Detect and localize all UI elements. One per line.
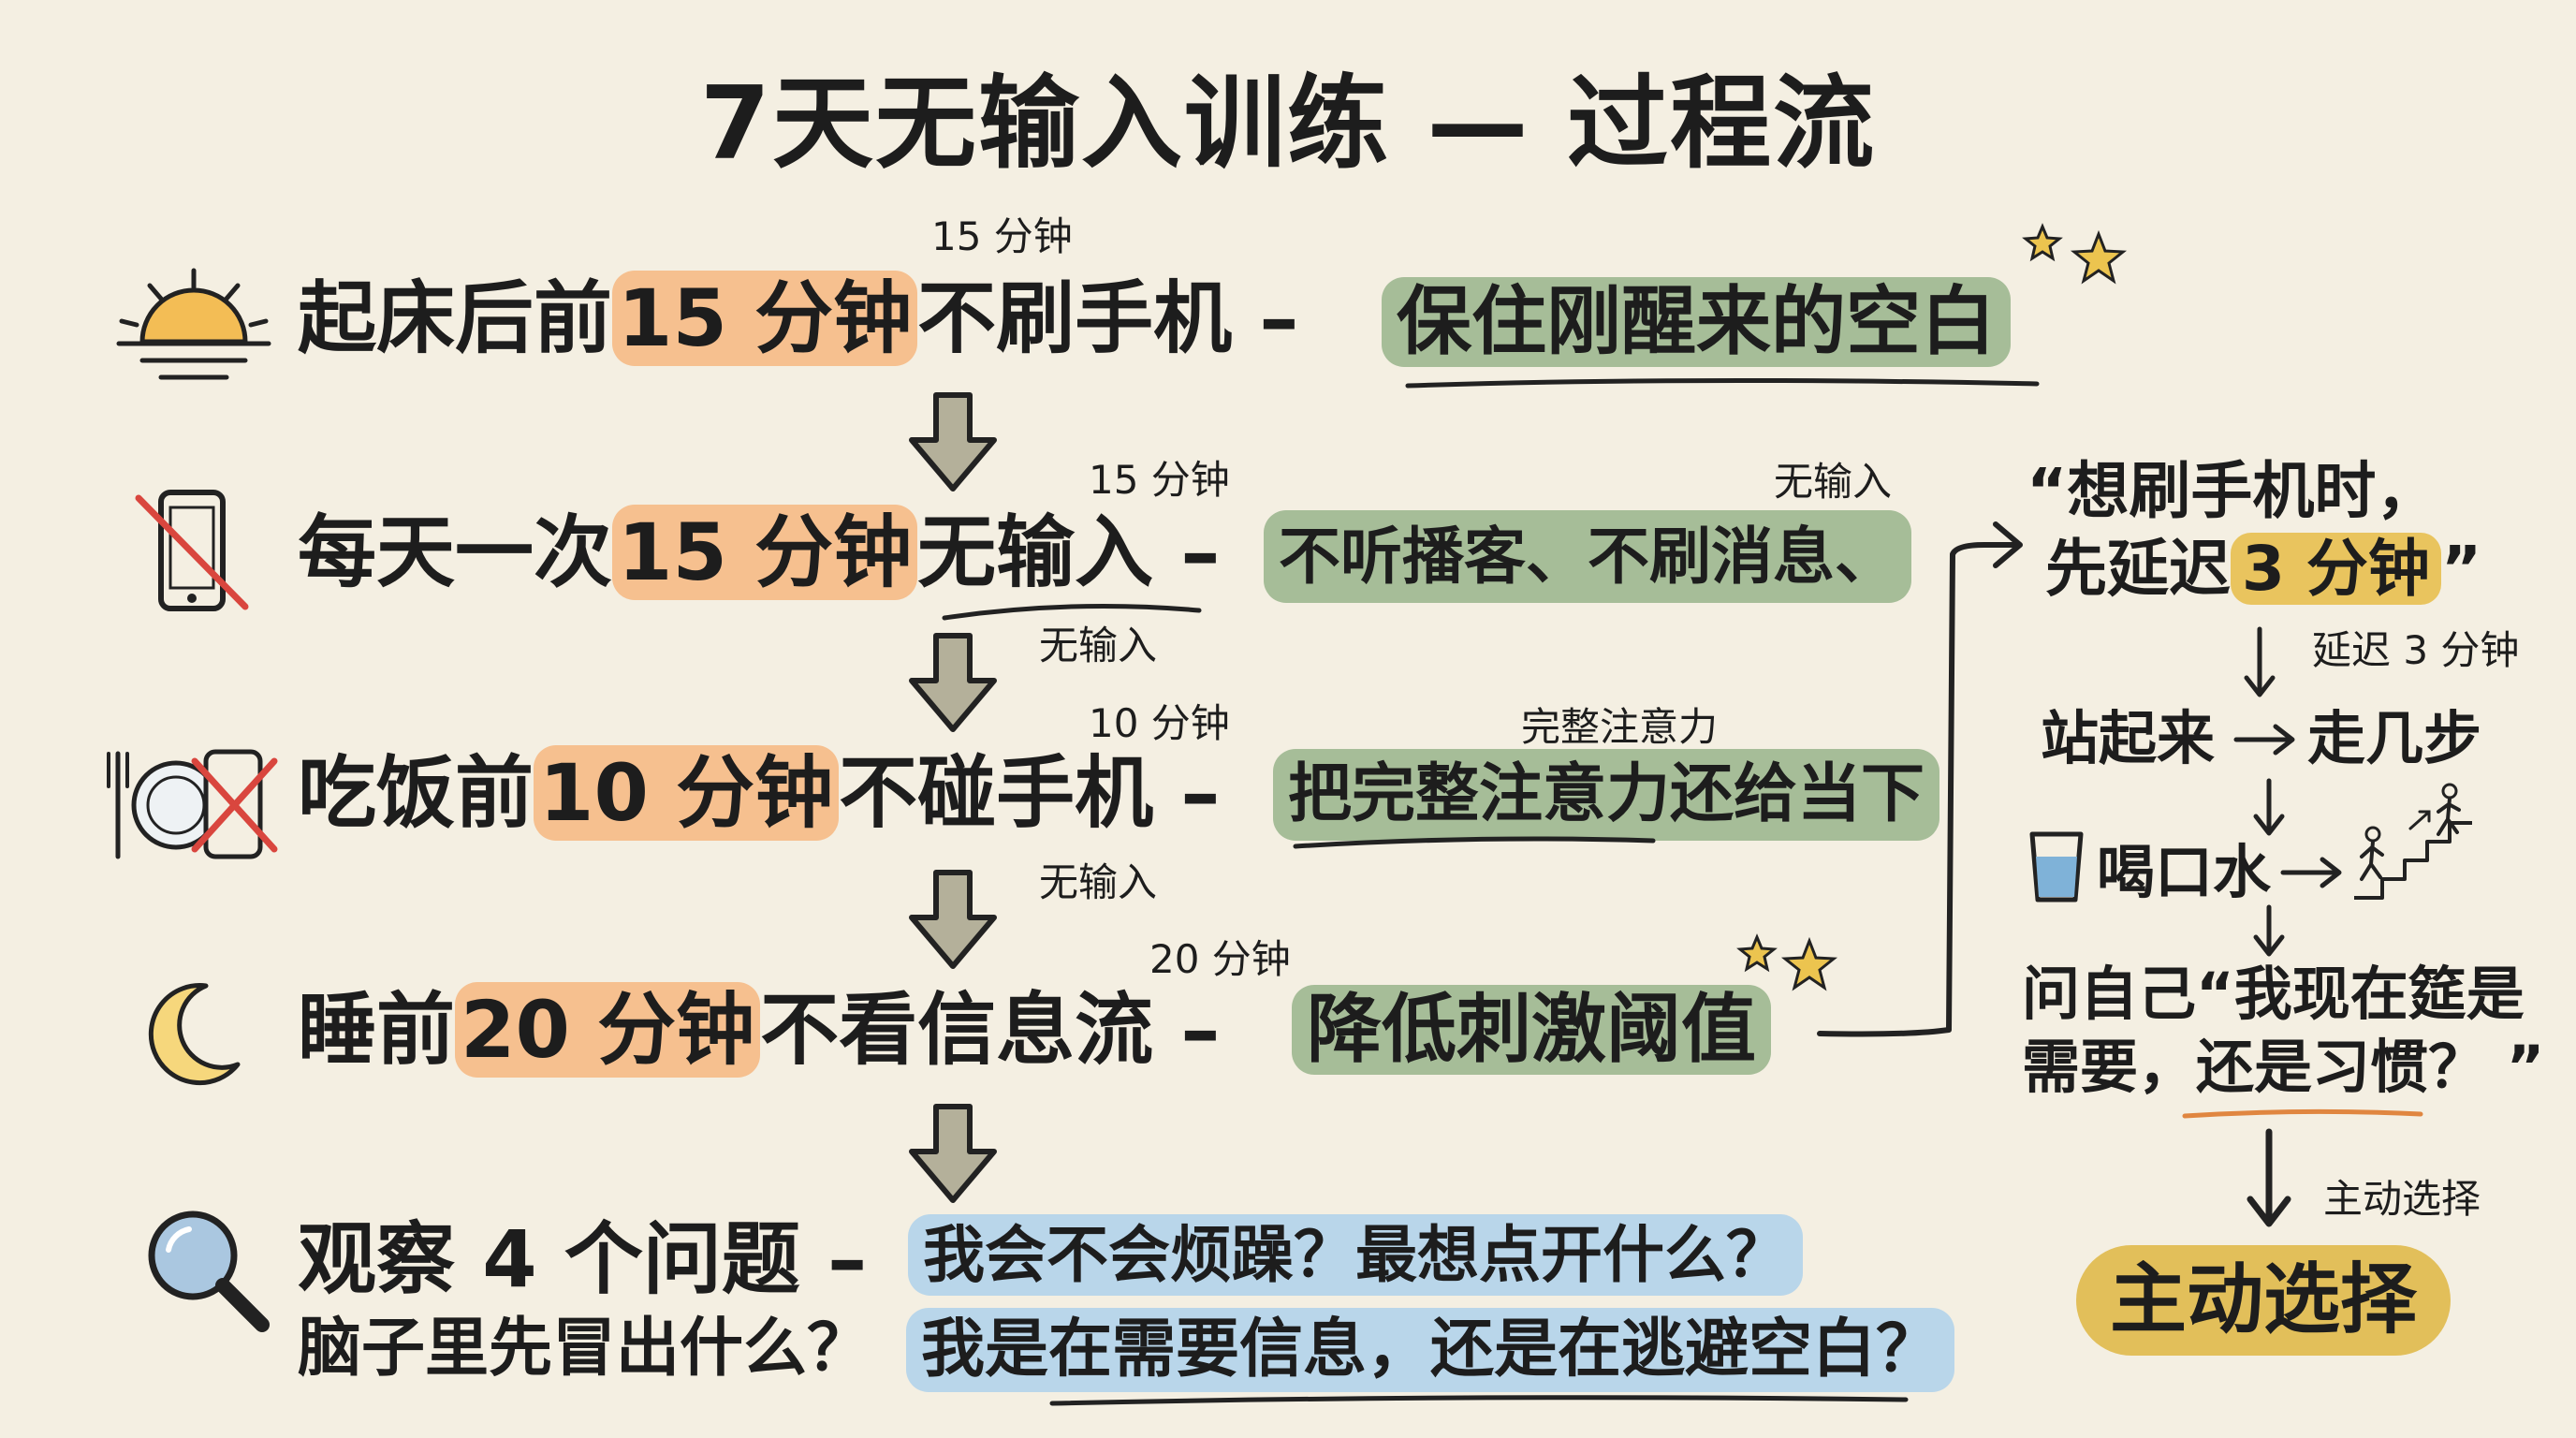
underline-observe	[1049, 1395, 1909, 1406]
right-arrow-icon	[2233, 724, 2295, 756]
sidebar-quote-post: ”	[2440, 533, 2482, 605]
down-arrow-4	[909, 1104, 997, 1203]
underline-row2	[942, 604, 1202, 621]
sidebar-delay-note: 延迟 3 分钟	[2312, 627, 2520, 673]
underline-row3	[1293, 836, 1656, 849]
sidebar-ask-line2: 需要，还是习惯？ ”	[2022, 1033, 2545, 1101]
row4-pre: 睡前	[298, 984, 456, 1076]
plate-phone-off-icon	[107, 749, 278, 859]
row1-duration: 15 分钟	[612, 271, 918, 366]
water-glass-icon	[2029, 831, 2084, 902]
row1-text: 起床后前15 分钟不刷手机 –	[298, 271, 1298, 366]
row2-text: 每天一次15 分钟无输入 –	[298, 505, 1221, 600]
row1-note: 15 分钟	[931, 213, 1073, 259]
sidebar-arrow-2	[2253, 778, 2285, 836]
row4-text: 睡前20 分钟不看信息流 –	[298, 982, 1221, 1078]
row3-note2: 完整注意力	[1521, 704, 1719, 750]
row2-post: 无输入 –	[917, 506, 1221, 598]
sidebar-step-drink: 喝口水	[2097, 838, 2272, 906]
page-title: 7天无输入训练 — 过程流	[699, 66, 1877, 183]
row3-post: 不碰手机 –	[839, 747, 1221, 839]
sun-icon	[116, 268, 271, 380]
sidebar-choice-badge: 主动选择	[2076, 1245, 2452, 1357]
sidebar-quote-duration: 3 分钟	[2231, 533, 2441, 605]
underline-ask	[2182, 1108, 2423, 1119]
connector-arrow	[1817, 521, 2023, 1037]
row1-detail: 保住刚醒来的空白	[1382, 277, 2011, 367]
star-icon	[1736, 933, 1838, 991]
sidebar-step-walk: 走几步	[2307, 704, 2482, 772]
down-arrow-1	[909, 392, 997, 492]
row3-duration: 10 分钟	[534, 745, 840, 841]
row2-note2: 无输入	[1774, 459, 1893, 505]
row2-pre: 每天一次	[298, 506, 613, 598]
star-icon	[2022, 223, 2128, 285]
sidebar-step-stand: 站起来	[2041, 704, 2216, 772]
sidebar-arrow-4	[2247, 1128, 2291, 1227]
observe-question-2: 我是在需要信息，还是在逃避空白？	[906, 1308, 1955, 1392]
underline-row1	[1405, 377, 2040, 389]
moon-icon	[148, 983, 241, 1086]
row4-detail: 降低刺激阈值	[1292, 985, 1771, 1075]
row1-pre: 起床后前	[298, 272, 613, 364]
right-arrow-icon	[2280, 857, 2342, 888]
row4-post: 不看信息流 –	[760, 984, 1221, 1076]
row3-note: 10 分钟	[1089, 700, 1230, 746]
row1-post: 不刷手机 –	[917, 272, 1299, 364]
row4-note: 20 分钟	[1149, 936, 1291, 982]
sidebar-arrow-3	[2253, 904, 2285, 957]
phone-off-icon	[135, 490, 249, 611]
row4-duration: 20 分钟	[455, 982, 761, 1078]
observe-question-1: 我会不会烦躁？最想点开什么？	[908, 1214, 1803, 1297]
arrow-note-2: 无输入	[1039, 859, 1158, 905]
down-arrow-3	[909, 870, 997, 969]
arrow-note-1: 无输入	[1039, 623, 1158, 668]
row3-pre: 吃饭前	[298, 747, 534, 839]
sidebar-arrow-1	[2244, 626, 2276, 697]
sidebar-choice-note: 主动选择	[2323, 1176, 2481, 1222]
row3-detail: 把完整注意力还给当下	[1273, 749, 1940, 841]
row2-duration: 15 分钟	[612, 505, 918, 600]
observe-label: 观察 4 个问题 –	[298, 1213, 868, 1305]
sidebar-ask-line1: 问自己“我现在筵是	[2022, 960, 2525, 1028]
sidebar-quote-pre: 先延迟	[2045, 533, 2231, 605]
down-arrow-2	[909, 633, 997, 732]
walking-stairs-icon	[2354, 783, 2472, 900]
observe-label-2: 脑子里先冒出什么？	[298, 1312, 871, 1386]
row2-note: 15 分钟	[1089, 457, 1230, 503]
row2-detail: 不听播客、不刷消息、	[1264, 510, 1911, 604]
row3-text: 吃饭前10 分钟不碰手机 –	[298, 745, 1221, 841]
sidebar-quote-line1: “想刷手机时，	[2027, 455, 2438, 527]
magnifier-icon	[148, 1211, 270, 1332]
